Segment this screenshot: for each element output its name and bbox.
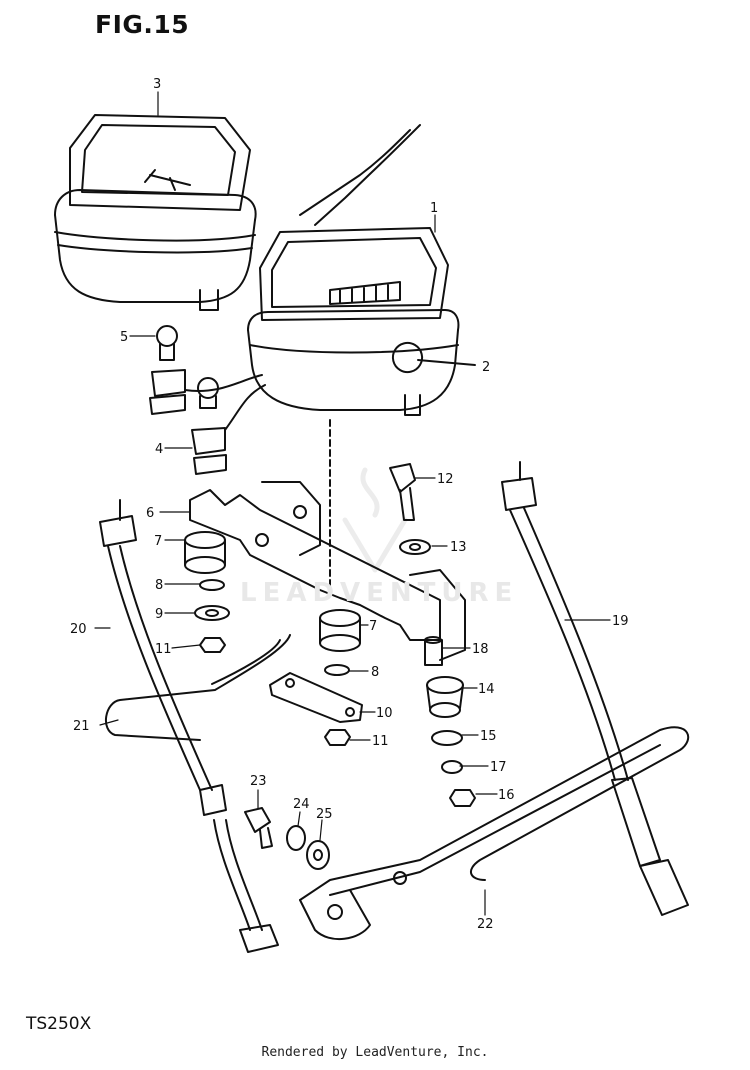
callout-label: 24 (293, 797, 310, 812)
callout-label: 18 (472, 642, 489, 657)
left-mount-stack (184, 531, 230, 653)
callout-label: 16 (498, 788, 515, 803)
figure-title: FIG.15 (95, 10, 190, 39)
bulb-sockets (149, 325, 266, 475)
callout-label: 4 (155, 442, 163, 457)
tachometer-cable (501, 461, 689, 916)
callout-label: 20 (70, 622, 87, 637)
meter-bracket (189, 481, 466, 661)
callout-label: 22 (477, 917, 494, 932)
watermark-logo (342, 467, 408, 573)
callout-label: 12 (437, 472, 454, 487)
right-mount-stack (389, 463, 476, 807)
callout-label: 6 (146, 506, 154, 521)
callout-label: 2 (482, 360, 490, 375)
speedometer (54, 114, 257, 311)
callout-label: 23 (250, 774, 267, 789)
callout-label: 14 (478, 682, 495, 697)
callout-label: 17 (490, 760, 507, 775)
cable-guide (299, 726, 690, 941)
center-mount-stack (269, 609, 363, 746)
leader-lines (94, 91, 611, 916)
callout-label: 19 (612, 614, 629, 629)
callout-label: 21 (73, 719, 90, 734)
callout-label: 11 (155, 642, 172, 657)
callout-label: 9 (155, 607, 163, 622)
wire-clamp (105, 634, 291, 741)
speedometer-cable (99, 499, 279, 953)
watermark-text: LEADVENTURE (240, 578, 519, 608)
callout-numbers: 1 2 3 4 5 6 7 7 8 8 9 10 11 11 12 13 14 … (70, 77, 629, 932)
bolt-washers (244, 807, 330, 870)
callout-label: 3 (153, 77, 161, 92)
callout-label: 15 (480, 729, 497, 744)
render-credit: Rendered by LeadVenture, Inc. (261, 1045, 489, 1060)
callout-label: 11 (372, 734, 389, 749)
callout-label: 1 (430, 201, 438, 216)
callout-label: 8 (155, 578, 163, 593)
callout-label: 7 (369, 619, 377, 634)
callout-label: 25 (316, 807, 333, 822)
model-code: TS250X (26, 1014, 92, 1034)
tachometer (247, 124, 476, 416)
callout-label: 8 (371, 665, 379, 680)
callout-label: 5 (120, 330, 128, 345)
callout-label: 13 (450, 540, 467, 555)
callout-label: 10 (376, 706, 393, 721)
callout-label: 7 (154, 534, 162, 549)
